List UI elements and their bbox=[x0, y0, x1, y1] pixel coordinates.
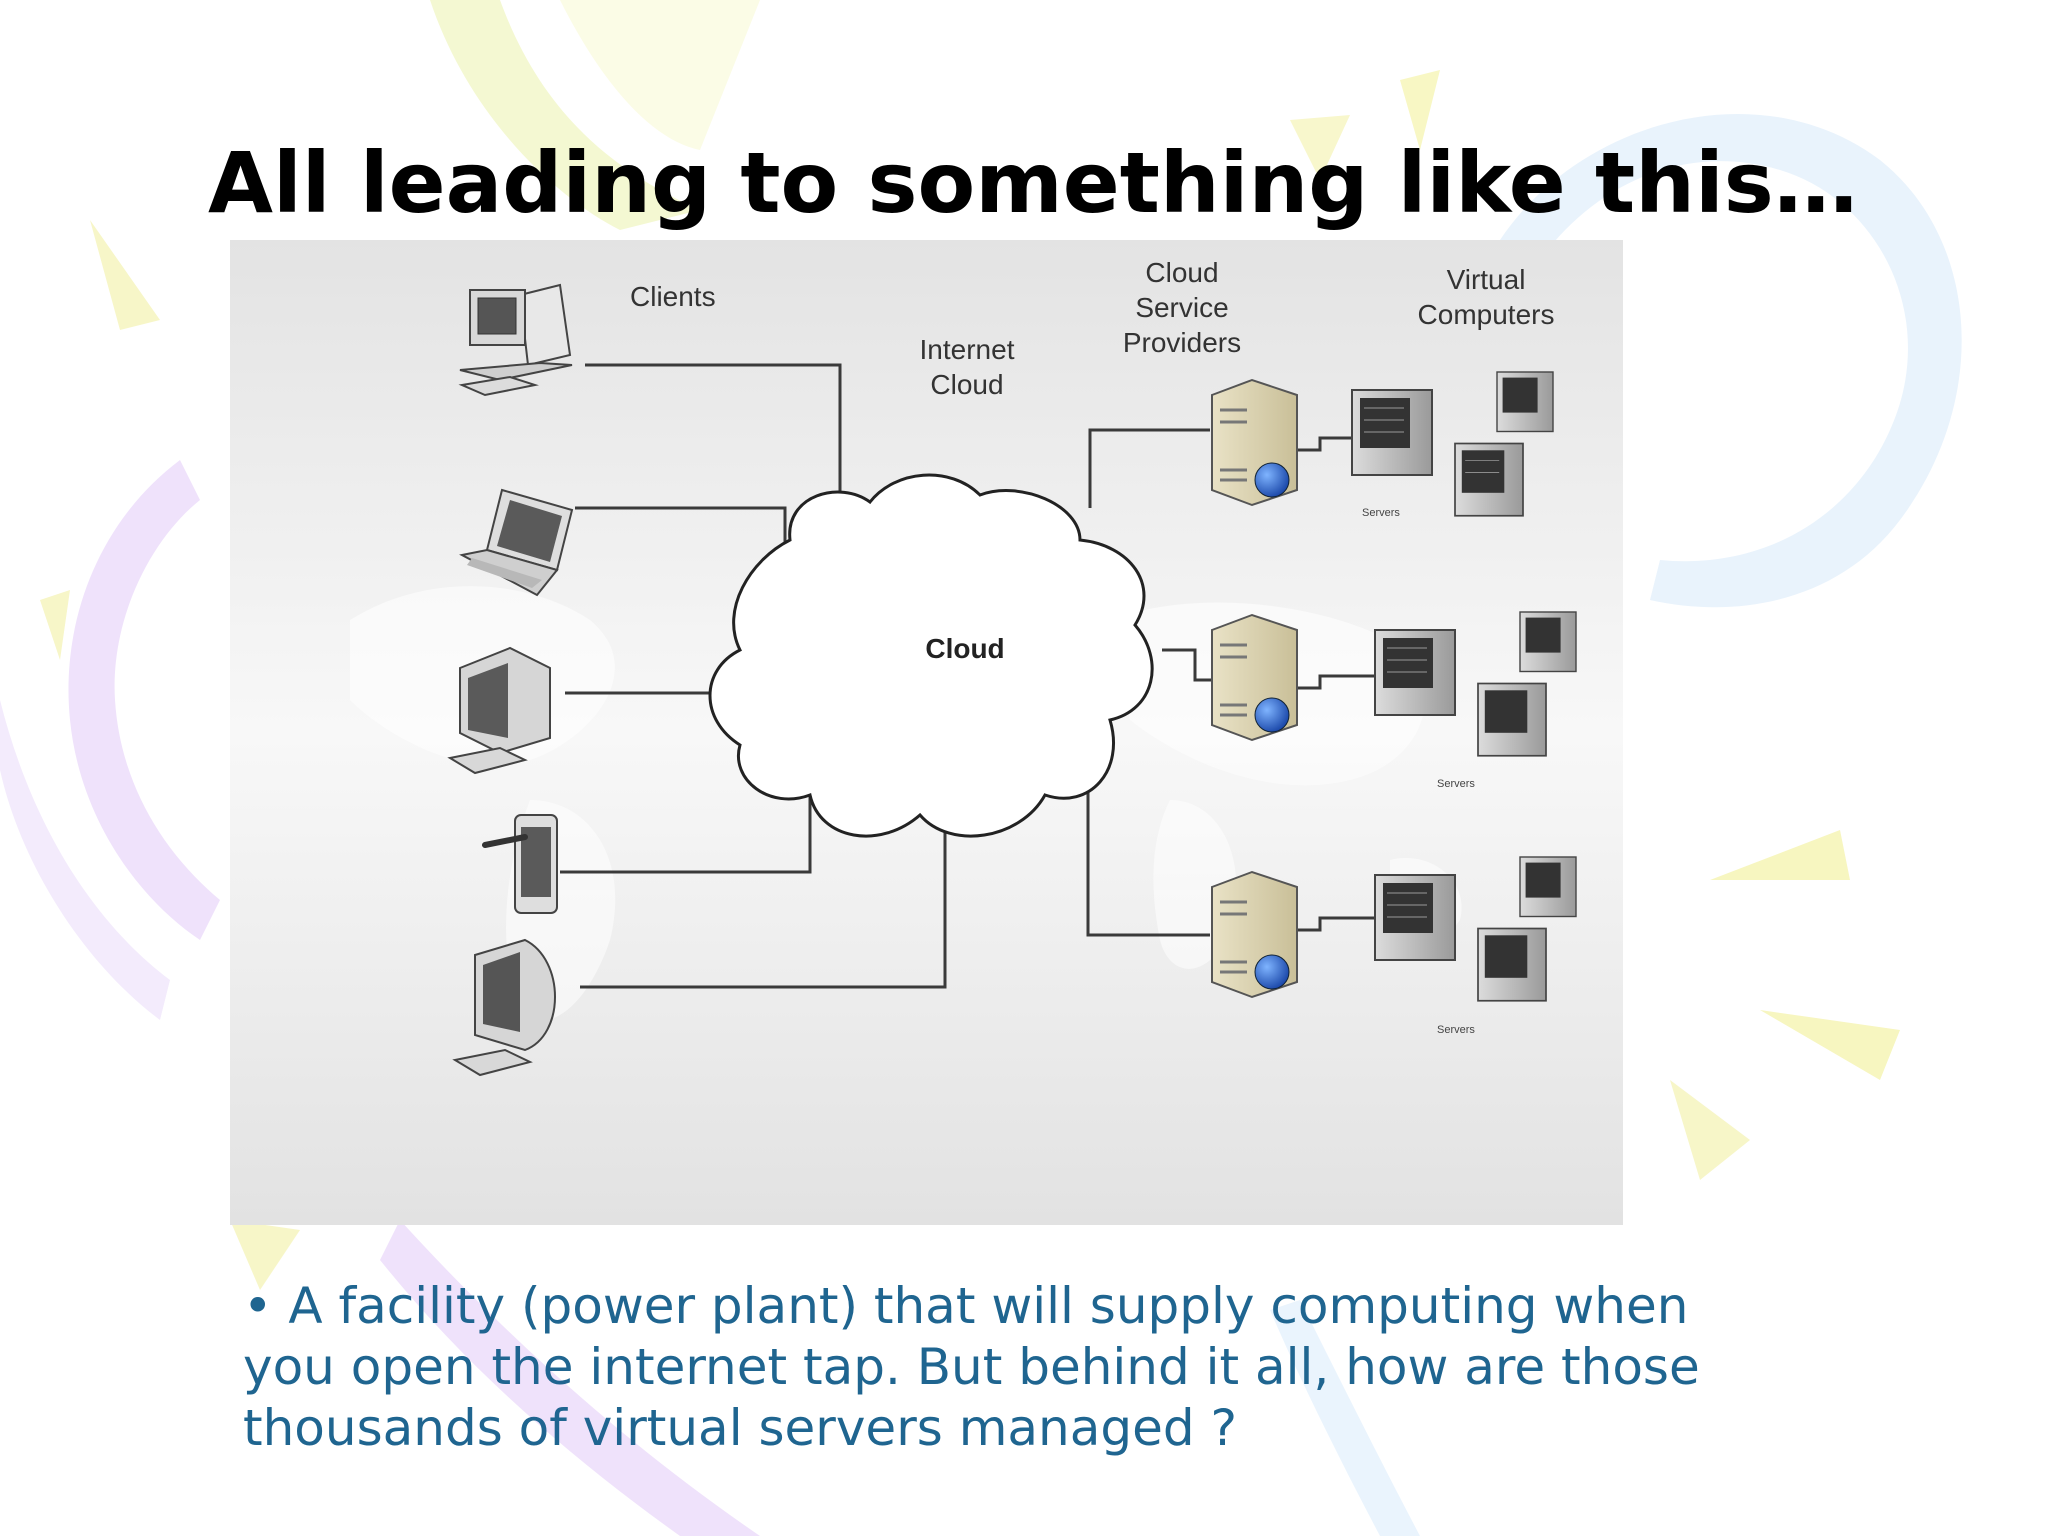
confetti-decoration bbox=[1670, 1080, 1750, 1180]
virtual-computers-label-line2: Computers bbox=[1418, 299, 1555, 330]
swirl-decoration bbox=[380, 1220, 760, 1536]
server-tower-icon bbox=[1496, 371, 1554, 433]
virtual-servers-group: Servers bbox=[1374, 856, 1577, 1036]
confetti-decoration bbox=[1400, 70, 1440, 150]
server-tower-icon bbox=[1351, 389, 1433, 476]
server-tower-icon bbox=[1374, 629, 1456, 716]
swirl-decoration bbox=[0, 700, 170, 1020]
confetti-decoration bbox=[230, 1220, 300, 1290]
confetti-decoration bbox=[1290, 115, 1350, 180]
confetti-decoration bbox=[1760, 1010, 1900, 1080]
server-tower-icon bbox=[1477, 682, 1547, 757]
cloud-label: Cloud bbox=[925, 633, 1004, 664]
server-tower-icon bbox=[1477, 927, 1547, 1002]
swirl-decoration bbox=[430, 0, 700, 230]
provider-server-icon bbox=[1211, 378, 1298, 507]
tablet-pc-icon bbox=[482, 814, 558, 914]
laptop-icon bbox=[459, 488, 574, 597]
server-tower-icon bbox=[1519, 611, 1577, 673]
confetti-decoration bbox=[90, 220, 160, 330]
imac-icon bbox=[452, 938, 556, 1077]
swirl-decoration bbox=[560, 0, 760, 150]
confetti-decoration bbox=[1710, 830, 1850, 880]
swirl-decoration bbox=[1270, 1300, 1420, 1536]
internet-cloud-label-line2: Cloud bbox=[930, 369, 1003, 400]
swirl-decoration bbox=[68, 460, 221, 940]
cloud-shape bbox=[708, 473, 1154, 838]
servers-caption-2: Servers bbox=[1437, 778, 1475, 790]
confetti-decoration bbox=[40, 590, 70, 660]
cloud-architecture-diagram: Clients Internet Cloud Cloud Service Pro… bbox=[230, 240, 1623, 1225]
providers-label-line2: Service bbox=[1135, 292, 1228, 323]
provider-server-icon bbox=[1211, 870, 1298, 999]
virtual-servers-group: Servers bbox=[1351, 371, 1554, 519]
virtual-servers-group: Servers bbox=[1374, 611, 1577, 790]
providers-label-line1: Cloud bbox=[1145, 257, 1218, 288]
providers-label-line3: Providers bbox=[1123, 327, 1241, 358]
clients-label: Clients bbox=[630, 281, 716, 312]
crt-monitor-icon bbox=[447, 646, 551, 775]
server-tower-icon bbox=[1519, 856, 1577, 918]
virtual-computers-label-line1: Virtual bbox=[1447, 264, 1526, 295]
internet-cloud-label-line1: Internet bbox=[920, 334, 1015, 365]
desktop-computer-icon bbox=[458, 283, 573, 397]
servers-caption-3: Servers bbox=[1437, 1024, 1475, 1036]
slide-title: All leading to something like this… bbox=[208, 134, 1858, 232]
server-tower-icon bbox=[1374, 874, 1456, 961]
bullet-text: • A facility (power plant) that will sup… bbox=[243, 1277, 1700, 1457]
server-tower-icon bbox=[1454, 442, 1524, 517]
servers-caption-1: Servers bbox=[1362, 507, 1400, 519]
provider-server-icon bbox=[1211, 613, 1298, 742]
